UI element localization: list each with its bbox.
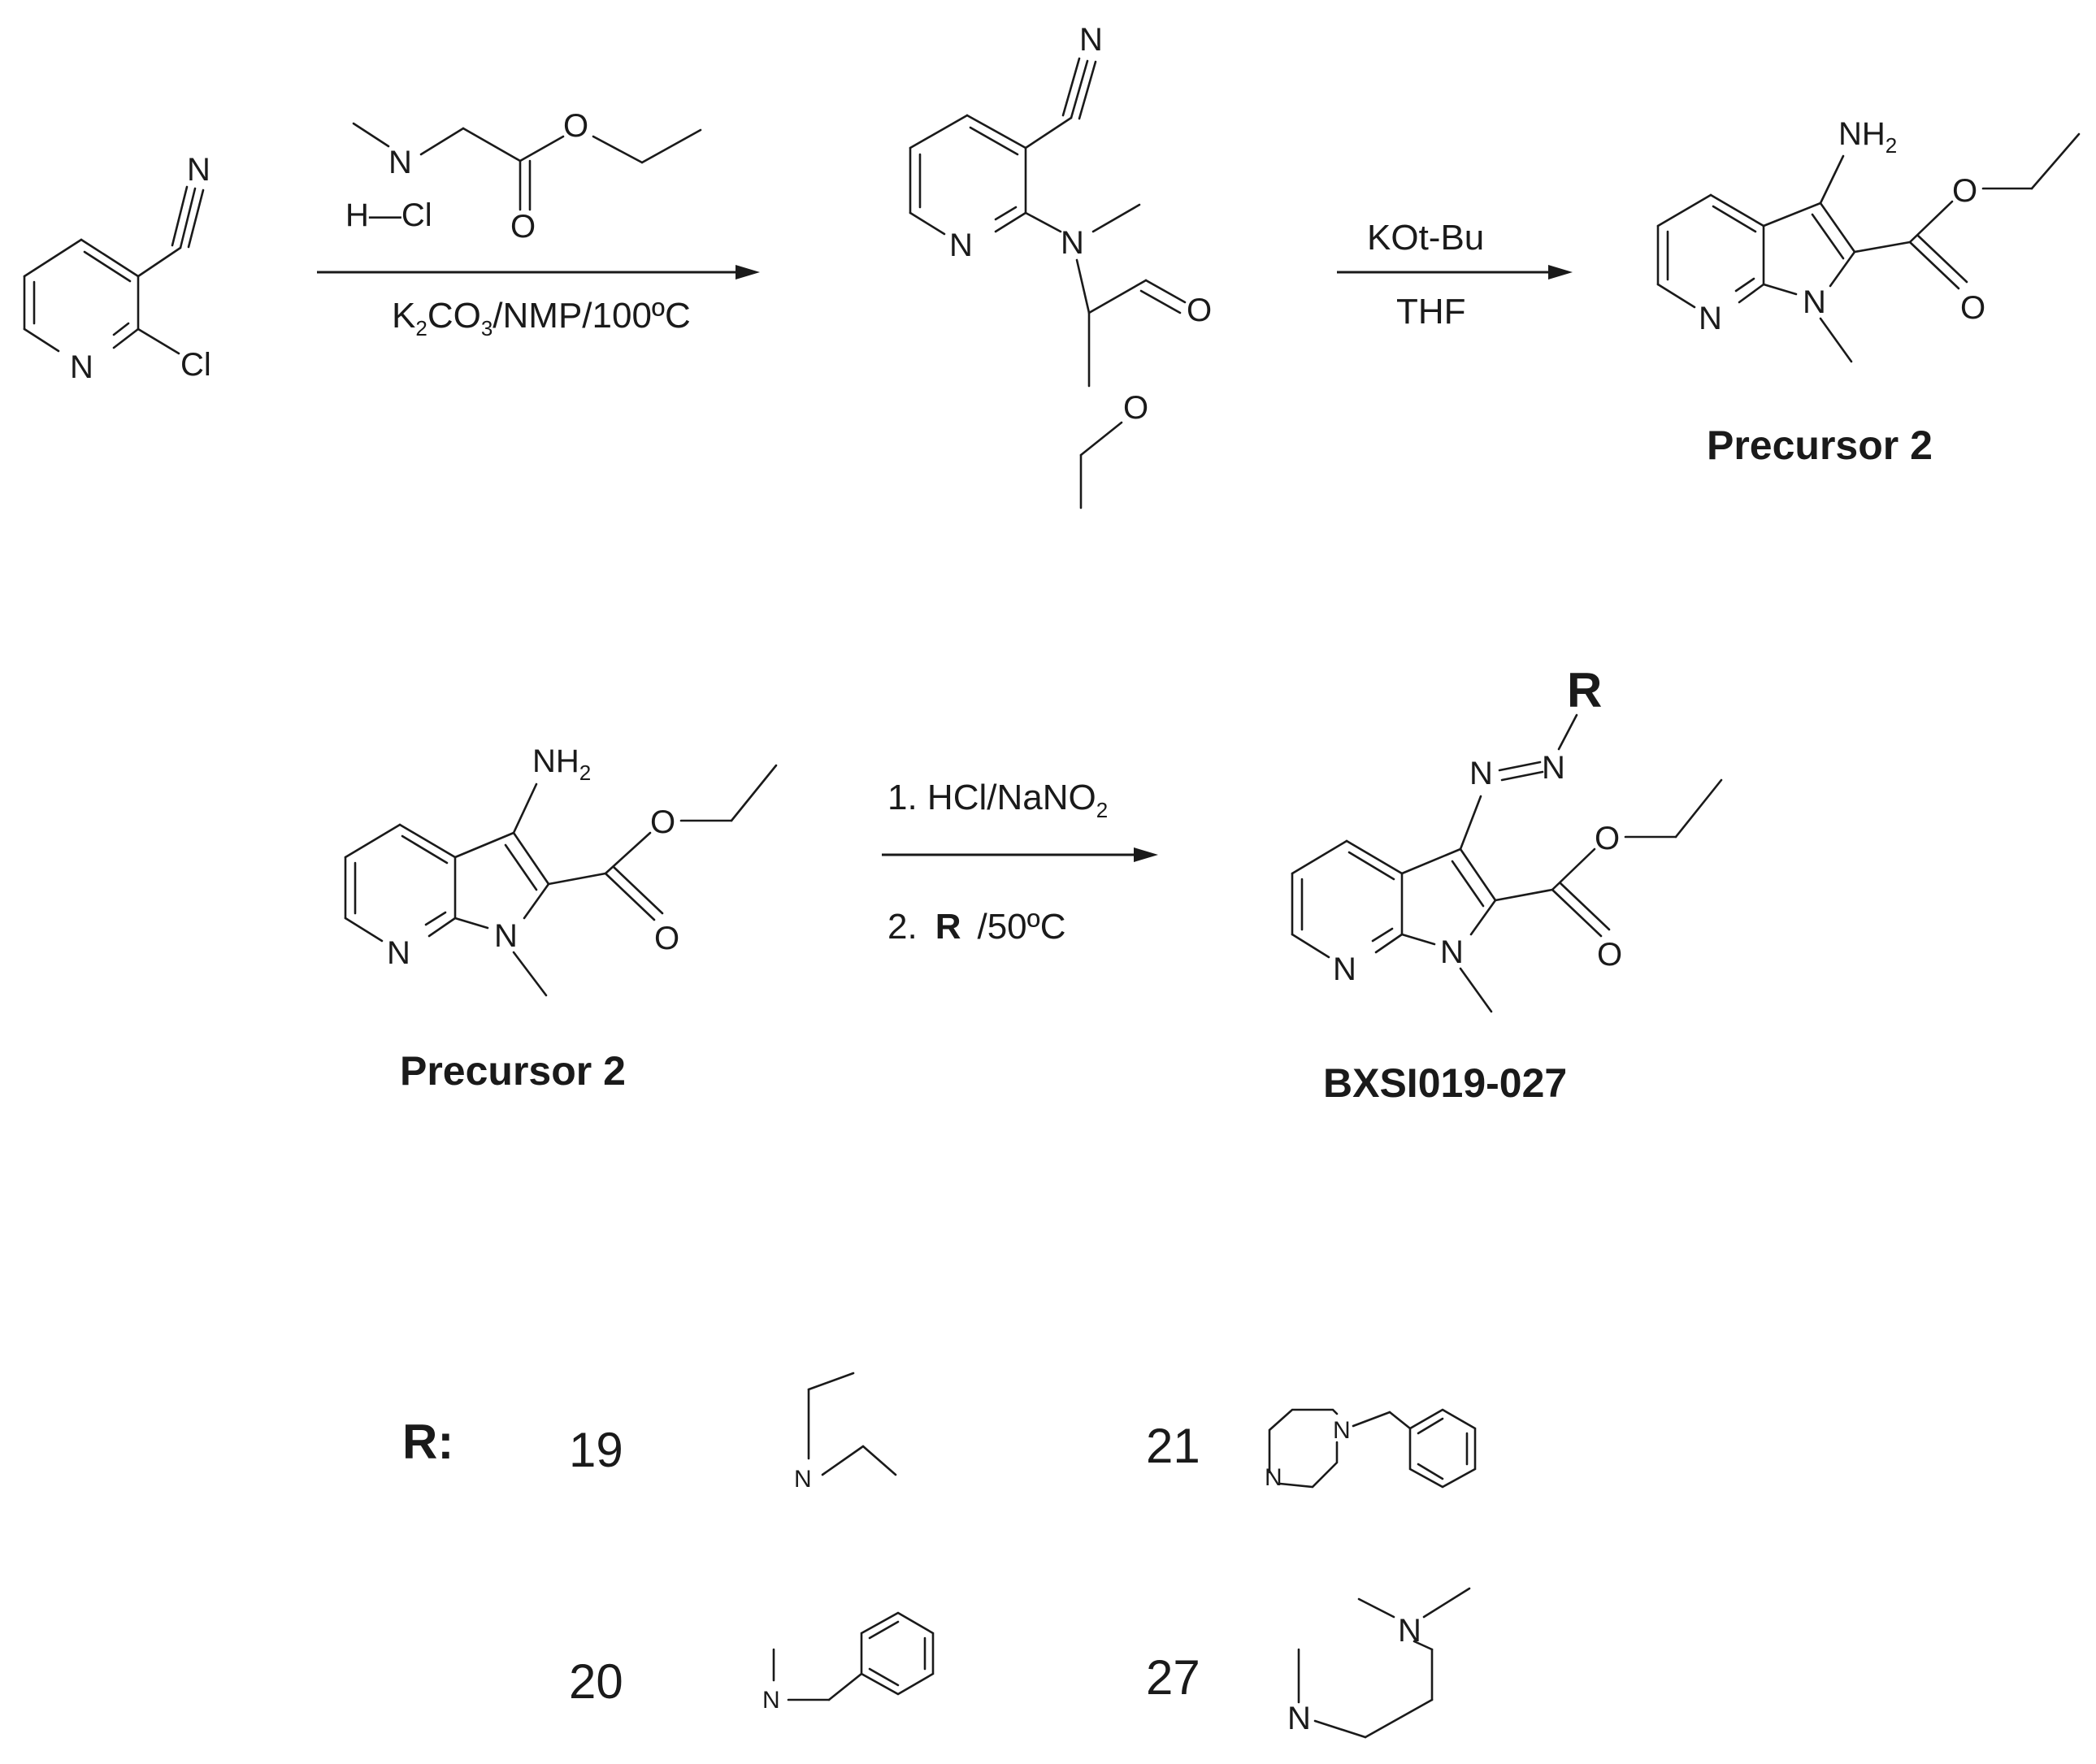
atom-N: N xyxy=(1061,225,1084,261)
precursor-2-top: N N NH2 O O Precursor 2 xyxy=(1656,116,2081,468)
atom-O: O xyxy=(1187,293,1212,328)
atom-O: O xyxy=(1960,290,1985,326)
reaction-arrow-1: K2CO3/NMP/100ºC xyxy=(317,265,760,340)
product-azo-compound: N N N N R O O BXSI019-027 xyxy=(1291,663,1723,1106)
atom-O: O xyxy=(563,108,588,144)
r-group-27-dimethylaminopropylmethylamino: N N xyxy=(1287,1587,1471,1739)
atom-N: N xyxy=(1333,951,1356,987)
step2-reagent: KOt-Bu xyxy=(1367,218,1484,258)
atom-N: N xyxy=(1542,750,1565,786)
r-group-number: 19 xyxy=(569,1423,623,1477)
atom-N: N xyxy=(1079,22,1103,58)
atom-N: N xyxy=(762,1687,780,1714)
r-group-19-diethylamino: N xyxy=(794,1372,897,1493)
atom-O: O xyxy=(510,209,536,245)
reagent-hcl: H—Cl xyxy=(345,197,432,233)
r-group-21-benzylpiperazino: N N xyxy=(1265,1408,1477,1491)
r-group-table: R: 19 N 20 N 21 N N xyxy=(402,1372,1477,1739)
precursor-2-bottom: N N NH2 O O Precursor 2 xyxy=(344,743,778,1094)
r-substituent: R xyxy=(1567,663,1602,717)
atom-O: O xyxy=(1597,937,1622,973)
atom-O: O xyxy=(1952,173,1977,209)
atom-O: O xyxy=(1123,390,1148,426)
atom-N: N xyxy=(388,145,412,180)
step2-solvent: THF xyxy=(1396,292,1466,332)
atom-N: N xyxy=(1398,1613,1421,1649)
precursor-label-bottom: Precursor 2 xyxy=(400,1048,626,1094)
atom-N: N xyxy=(1440,934,1464,970)
atom-N: N xyxy=(1265,1464,1282,1491)
step1-conditions: K2CO3/NMP/100ºC xyxy=(392,296,691,340)
r-group-number: 20 xyxy=(569,1654,623,1709)
step3-line1: 1. HCl/NaNO2 xyxy=(887,778,1108,822)
starting-material-chloropyridine: N Cl N xyxy=(23,152,211,385)
atom-N: N xyxy=(187,152,210,188)
amino-group: NH2 xyxy=(1838,116,1897,158)
intermediate-aminopyridine: N N N O O xyxy=(909,22,1212,509)
reaction-arrow-3: 1. HCl/NaNO2 2.R/50ºC xyxy=(882,778,1158,947)
precursor-label-top: Precursor 2 xyxy=(1707,423,1933,468)
reaction-arrow-2: KOt-Bu THF xyxy=(1337,218,1573,332)
step3-line2: 2.R/50ºC xyxy=(887,907,1066,947)
atom-N: N xyxy=(1287,1701,1311,1736)
amino-group: NH2 xyxy=(532,743,591,785)
atom-N: N xyxy=(1333,1417,1351,1444)
atom-N: N xyxy=(1803,284,1826,320)
r-groups-header: R: xyxy=(402,1415,453,1469)
atom-N: N xyxy=(387,935,410,971)
atom-Cl: Cl xyxy=(180,347,211,383)
atom-N: N xyxy=(1469,756,1493,791)
atom-N: N xyxy=(1699,301,1722,336)
atom-O: O xyxy=(650,804,675,840)
r-group-20-methylbenzylamino: N xyxy=(762,1611,935,1714)
r-group-number: 21 xyxy=(1146,1419,1200,1473)
r-group-number: 27 xyxy=(1146,1650,1200,1705)
atom-N: N xyxy=(794,1466,812,1493)
atom-N: N xyxy=(70,349,93,385)
atom-N: N xyxy=(949,228,973,263)
reagent-sarcosine-ethyl-ester: N O O H—Cl xyxy=(345,108,702,245)
product-label: BXSI019-027 xyxy=(1323,1060,1567,1106)
atom-O: O xyxy=(1595,821,1620,856)
atom-O: O xyxy=(654,921,679,956)
atom-N: N xyxy=(494,918,518,954)
